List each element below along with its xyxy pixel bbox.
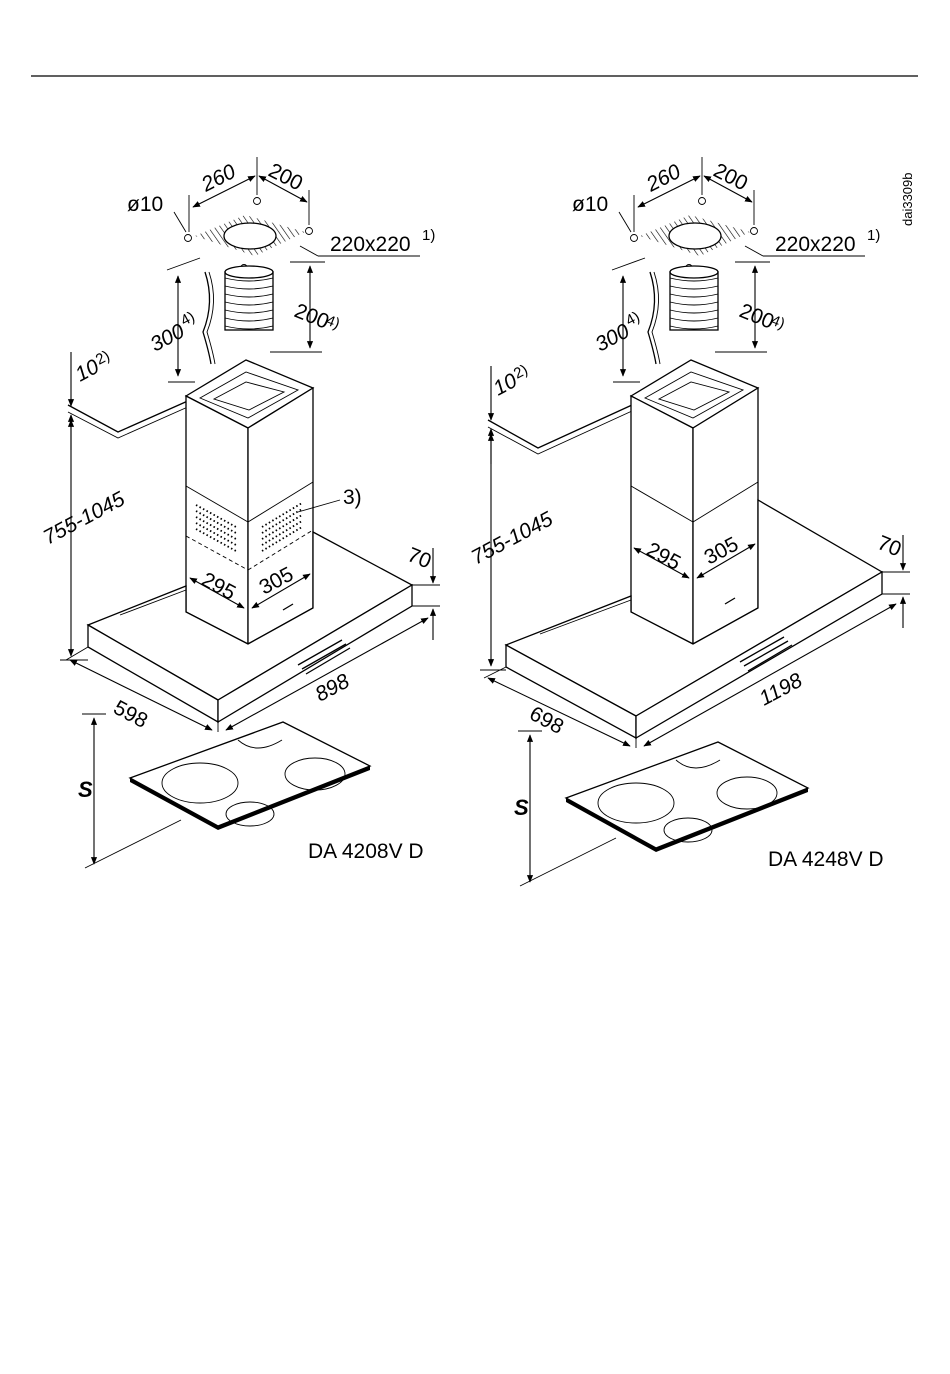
right-chimney <box>631 360 758 644</box>
right-width: 1198 <box>756 669 807 711</box>
right-dim-200-top: 200 <box>710 159 752 195</box>
left-s-label: S <box>78 777 93 802</box>
left-dim-260: 260 <box>197 160 240 197</box>
left-height-range: 755-1045 <box>40 487 129 549</box>
right-model-name: DA 4248V D <box>768 848 884 871</box>
right-ceiling-line: 10 2) <box>488 361 632 464</box>
left-dim-300: 300 <box>147 320 189 357</box>
right-flex-duct <box>648 266 718 364</box>
left-width: 898 <box>312 670 354 707</box>
left-ceiling-plate <box>185 198 313 272</box>
left-hole-diameter: ø10 <box>127 193 163 216</box>
right-hob <box>566 742 808 852</box>
left-note-3: 3) <box>343 486 362 509</box>
right-height-range: 755-1045 <box>468 507 557 569</box>
right-depth: 698 <box>526 702 568 739</box>
left-depth: 598 <box>110 696 152 733</box>
right-dim-300: 300 <box>592 320 634 357</box>
left-flex-duct <box>203 266 273 364</box>
right-s-label: S <box>514 795 529 820</box>
left-duct-size: 220x220 <box>330 233 411 256</box>
left-hood-drawing: 260 200 ø10 220x220 1) 300 4) <box>40 157 440 868</box>
left-fixing-hole <box>185 235 192 242</box>
right-dim-70: 70 <box>874 531 904 561</box>
left-dim-70: 70 <box>404 543 434 573</box>
right-hood-drawing: 260 200 ø10 220x220 1) 300 4) 200 <box>468 157 910 886</box>
left-model-name: DA 4208V D <box>308 840 424 863</box>
right-duct-note: 1) <box>867 227 880 244</box>
drawing-code: dai3309b <box>900 173 915 227</box>
left-dim-200-top: 200 <box>265 159 307 195</box>
left-ceiling-line: 10 2) <box>68 347 190 450</box>
left-hob <box>130 722 370 830</box>
right-duct-size: 220x220 <box>775 233 856 256</box>
right-hole-diameter: ø10 <box>572 193 608 216</box>
left-duct-note: 1) <box>422 227 435 244</box>
right-ceiling-plate <box>631 198 758 272</box>
right-dim-260: 260 <box>642 160 685 197</box>
